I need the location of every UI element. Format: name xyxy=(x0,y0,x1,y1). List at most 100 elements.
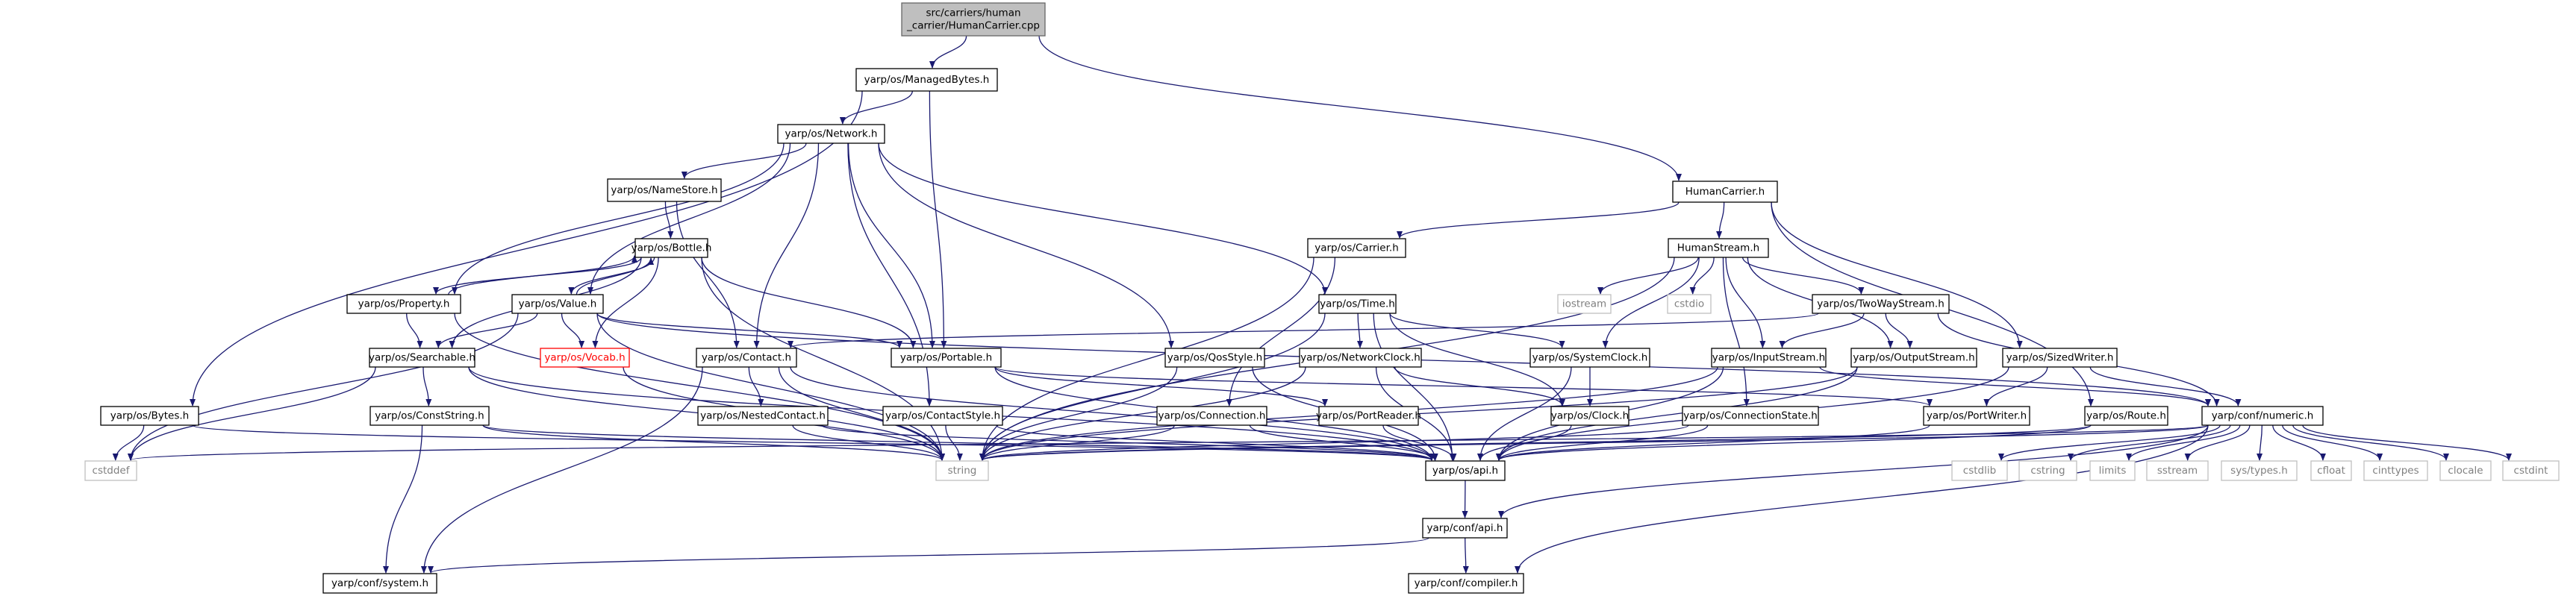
node-box-sstream[interactable] xyxy=(2146,460,2209,481)
node-cstdint[interactable]: cstdint xyxy=(2502,460,2560,481)
node-bytes[interactable]: yarp/os/Bytes.h xyxy=(100,406,199,426)
node-box-clock[interactable] xyxy=(1550,406,1630,426)
node-box-outputstream[interactable] xyxy=(1850,348,1977,368)
node-cstring[interactable]: cstring xyxy=(2018,460,2077,481)
node-systypes[interactable]: sys/types.h xyxy=(2221,460,2298,481)
node-bottle[interactable]: yarp/os/Bottle.h xyxy=(631,238,712,258)
node-box-humancarrier[interactable] xyxy=(1672,181,1778,203)
node-contactstyle[interactable]: yarp/os/ContactStyle.h xyxy=(882,406,1003,426)
node-box-cstdio[interactable] xyxy=(1667,294,1712,314)
node-box-confapi[interactable] xyxy=(1422,518,1508,539)
node-confapi[interactable]: yarp/conf/api.h xyxy=(1422,518,1508,539)
node-box-contact[interactable] xyxy=(696,348,797,368)
node-box-string[interactable] xyxy=(935,460,989,481)
node-box-cfloat[interactable] xyxy=(2310,460,2352,481)
node-portwriter[interactable]: yarp/os/PortWriter.h xyxy=(1923,406,2030,426)
node-box-vocab[interactable] xyxy=(540,348,630,368)
node-confcompiler[interactable]: yarp/conf/compiler.h xyxy=(1408,573,1524,594)
node-carrier[interactable]: yarp/os/Carrier.h xyxy=(1307,238,1406,258)
node-osapi[interactable]: yarp/os/api.h xyxy=(1425,460,1506,481)
node-box-osapi[interactable] xyxy=(1425,460,1506,481)
node-string[interactable]: string xyxy=(935,460,989,481)
node-box-numeric[interactable] xyxy=(2201,406,2324,426)
node-box-clocale[interactable] xyxy=(2439,460,2492,481)
node-box-contactstyle[interactable] xyxy=(882,406,1003,426)
node-box-managedbytes[interactable] xyxy=(855,68,998,92)
node-network[interactable]: yarp/os/Network.h xyxy=(777,124,885,144)
node-humancarrier[interactable]: HumanCarrier.h xyxy=(1672,181,1778,203)
node-limits[interactable]: limits xyxy=(2089,460,2136,481)
node-nestedcontact[interactable]: yarp/os/NestedContact.h xyxy=(697,406,829,426)
node-cinttypes[interactable]: cinttypes xyxy=(2363,460,2428,481)
node-value[interactable]: yarp/os/Value.h xyxy=(511,294,604,314)
node-cfloat[interactable]: cfloat xyxy=(2310,460,2352,481)
node-box-portable[interactable] xyxy=(891,348,1002,368)
node-cstddef[interactable]: cstddef xyxy=(84,460,137,481)
node-box-inputstream[interactable] xyxy=(1711,348,1827,368)
node-sizedwriter[interactable]: yarp/os/SizedWriter.h xyxy=(2002,348,2118,368)
node-contact[interactable]: yarp/os/Contact.h xyxy=(696,348,797,368)
node-searchable[interactable]: yarp/os/Searchable.h xyxy=(369,348,475,368)
node-connection[interactable]: yarp/os/Connection.h xyxy=(1156,406,1267,426)
node-box-twowaystream[interactable] xyxy=(1812,294,1950,314)
node-portreader[interactable]: yarp/os/PortReader.h xyxy=(1316,406,1421,426)
node-time[interactable]: yarp/os/Time.h xyxy=(1318,294,1397,314)
node-box-confsystem[interactable] xyxy=(322,573,437,594)
node-outputstream[interactable]: yarp/os/OutputStream.h xyxy=(1850,348,1977,368)
node-root[interactable]: src/carriers/human_carrier/HumanCarrier.… xyxy=(901,2,1046,37)
node-box-connection[interactable] xyxy=(1156,406,1267,426)
node-inputstream[interactable]: yarp/os/InputStream.h xyxy=(1711,348,1827,368)
node-box-sizedwriter[interactable] xyxy=(2002,348,2118,368)
node-box-qosstyle[interactable] xyxy=(1164,348,1265,368)
node-box-bottle[interactable] xyxy=(634,238,708,258)
node-conststring[interactable]: yarp/os/ConstString.h xyxy=(369,406,490,426)
node-managedbytes[interactable]: yarp/os/ManagedBytes.h xyxy=(855,68,998,92)
node-box-value[interactable] xyxy=(511,294,604,314)
node-box-networkclock[interactable] xyxy=(1299,348,1422,368)
node-box-cstdint[interactable] xyxy=(2502,460,2560,481)
node-clock[interactable]: yarp/os/Clock.h xyxy=(1550,406,1630,426)
node-route[interactable]: yarp/os/Route.h xyxy=(2084,406,2168,426)
node-numeric[interactable]: yarp/conf/numeric.h xyxy=(2201,406,2324,426)
node-box-bytes[interactable] xyxy=(100,406,199,426)
node-box-root[interactable] xyxy=(901,2,1046,37)
node-box-cinttypes[interactable] xyxy=(2363,460,2428,481)
node-box-cstring[interactable] xyxy=(2018,460,2077,481)
node-box-time[interactable] xyxy=(1318,294,1397,314)
node-cstdio[interactable]: cstdio xyxy=(1667,294,1712,314)
node-iostream[interactable]: iostream xyxy=(1557,294,1612,314)
node-box-portwriter[interactable] xyxy=(1923,406,2030,426)
node-box-connectionstate[interactable] xyxy=(1682,406,1819,426)
node-box-property[interactable] xyxy=(346,294,461,314)
node-box-humanstream[interactable] xyxy=(1668,238,1769,258)
node-box-nestedcontact[interactable] xyxy=(697,406,829,426)
node-humanstream[interactable]: HumanStream.h xyxy=(1668,238,1769,258)
node-box-confcompiler[interactable] xyxy=(1408,573,1524,594)
node-vocab[interactable]: yarp/os/Vocab.h xyxy=(540,348,630,368)
node-sstream[interactable]: sstream xyxy=(2146,460,2209,481)
node-box-iostream[interactable] xyxy=(1557,294,1612,314)
node-networkclock[interactable]: yarp/os/NetworkClock.h xyxy=(1299,348,1422,368)
node-namestore[interactable]: yarp/os/NameStore.h xyxy=(607,178,722,202)
node-box-network[interactable] xyxy=(777,124,885,144)
node-box-searchable[interactable] xyxy=(369,348,475,368)
node-portable[interactable]: yarp/os/Portable.h xyxy=(891,348,1002,368)
node-box-systypes[interactable] xyxy=(2221,460,2298,481)
node-box-namestore[interactable] xyxy=(607,178,722,202)
node-confsystem[interactable]: yarp/conf/system.h xyxy=(322,573,437,594)
node-systemclock[interactable]: yarp/os/SystemClock.h xyxy=(1529,348,1650,368)
node-box-portreader[interactable] xyxy=(1318,406,1419,426)
node-qosstyle[interactable]: yarp/os/QosStyle.h xyxy=(1164,348,1265,368)
node-box-cstdlib[interactable] xyxy=(1951,460,2008,481)
node-property[interactable]: yarp/os/Property.h xyxy=(346,294,461,314)
node-clocale[interactable]: clocale xyxy=(2439,460,2492,481)
node-box-conststring[interactable] xyxy=(369,406,490,426)
node-twowaystream[interactable]: yarp/os/TwoWayStream.h xyxy=(1812,294,1950,314)
node-box-limits[interactable] xyxy=(2089,460,2136,481)
node-cstdlib[interactable]: cstdlib xyxy=(1951,460,2008,481)
node-box-cstddef[interactable] xyxy=(84,460,137,481)
node-connectionstate[interactable]: yarp/os/ConnectionState.h xyxy=(1682,406,1819,426)
node-box-carrier[interactable] xyxy=(1307,238,1406,258)
node-box-systemclock[interactable] xyxy=(1529,348,1650,368)
node-box-route[interactable] xyxy=(2084,406,2168,426)
